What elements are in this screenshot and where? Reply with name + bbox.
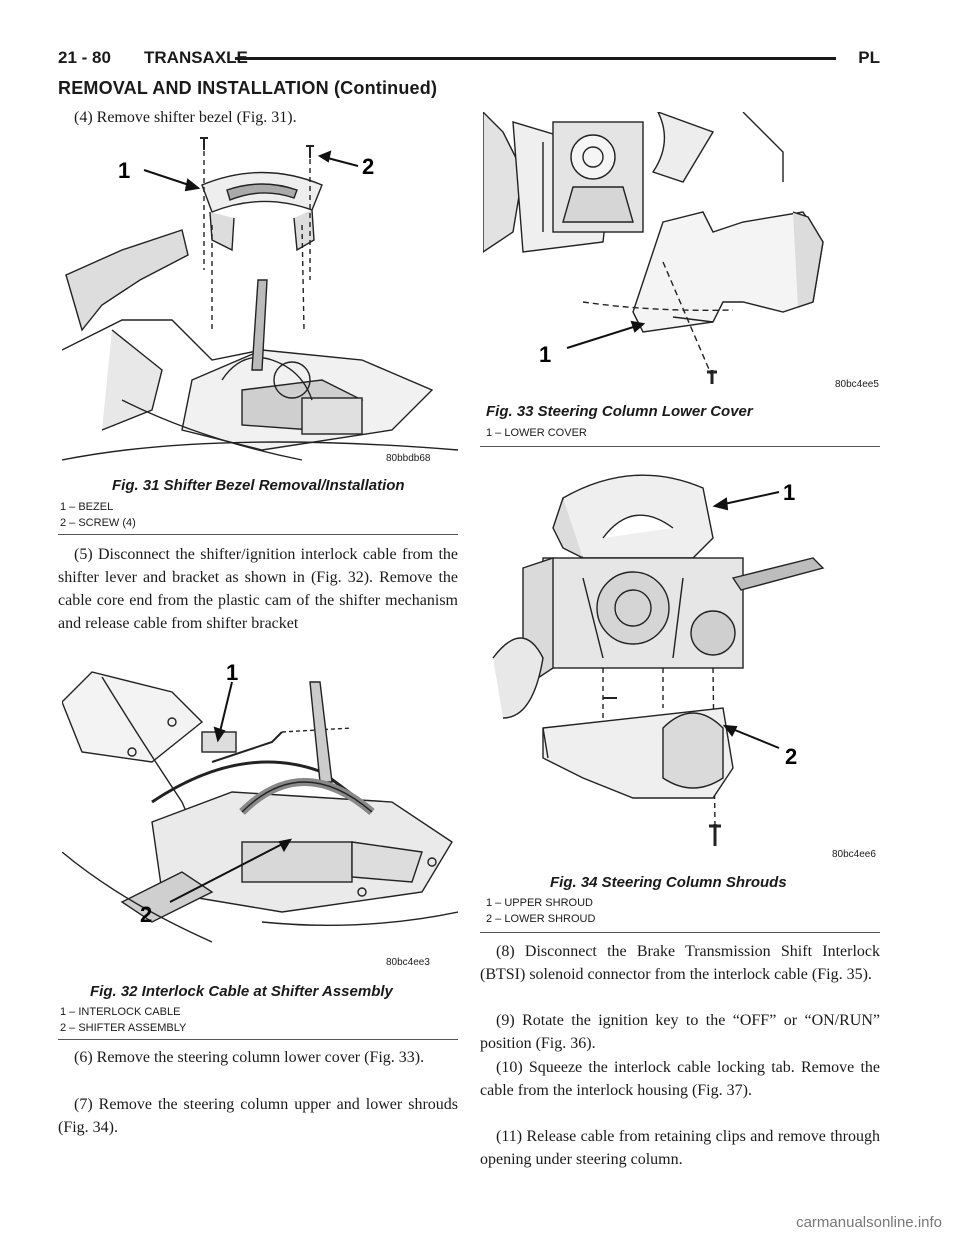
section-subtitle: REMOVAL AND INSTALLATION (Continued): [58, 78, 438, 98]
fig32-legend-1: 1 – INTERLOCK CABLE: [60, 1006, 181, 1018]
watermark: carmanualsonline.info: [796, 1214, 942, 1231]
fig31-legend-2: 2 – SCREW (4): [60, 517, 136, 529]
fig31-legend-1: 1 – BEZEL: [60, 501, 114, 513]
fig34-legend: 1 – UPPER SHROUD 2 – LOWER SHROUD: [486, 895, 595, 927]
fig32-code: 80bc4ee3: [386, 957, 430, 968]
fig31-callout-2: 2: [362, 154, 374, 179]
step-11: (11) Release cable from retaining clips …: [480, 1128, 880, 1168]
running-header: 21 - 80 TRANSAXLE PL: [58, 48, 880, 72]
step-10: (10) Squeeze the interlock cable locking…: [480, 1059, 880, 1099]
fig34-caption: Fig. 34 Steering Column Shrouds: [550, 874, 787, 891]
fig34-legend-1: 1 – UPPER SHROUD: [486, 897, 593, 909]
fig34-callout-2: 2: [785, 744, 797, 769]
fig31-rule: [58, 534, 458, 535]
fig34-callout-1: 1: [783, 480, 795, 505]
step-5: (5) Disconnect the shifter/ignition inte…: [58, 546, 458, 632]
fig32-legend: 1 – INTERLOCK CABLE 2 – SHIFTER ASSEMBLY: [60, 1004, 186, 1036]
fig34-rule: [480, 932, 880, 933]
fig33-code: 80bc4ee5: [835, 379, 879, 390]
model-code: PL: [858, 48, 880, 67]
page-number: 21 - 80: [58, 48, 111, 67]
figure-33-illustration: 1: [483, 112, 879, 398]
step-7: (7) Remove the steering column upper and…: [58, 1096, 458, 1136]
figure-34-illustration: 1 2: [483, 458, 879, 858]
fig33-legend: 1 – LOWER COVER: [486, 425, 587, 441]
fig31-legend: 1 – BEZEL 2 – SCREW (4): [60, 499, 136, 531]
fig32-legend-2: 2 – SHIFTER ASSEMBLY: [60, 1022, 187, 1034]
fig34-code: 80bc4ee6: [832, 849, 876, 860]
fig31-caption: Fig. 31 Shifter Bezel Removal/Installati…: [112, 477, 405, 494]
fig33-rule: [480, 446, 880, 447]
step-8: (8) Disconnect the Brake Transmission Sh…: [480, 943, 880, 983]
fig33-legend-1: 1 – LOWER COVER: [486, 427, 587, 439]
header-rule: [235, 57, 836, 60]
fig33-callout-1: 1: [539, 342, 551, 367]
step-4: (4) Remove shifter bezel (Fig. 31).: [74, 109, 297, 126]
figure-32-illustration: 1 2: [62, 662, 458, 962]
fig32-callout-1: 1: [226, 662, 238, 685]
fig33-caption: Fig. 33 Steering Column Lower Cover: [486, 403, 753, 420]
fig32-callout-2: 2: [140, 902, 152, 927]
fig31-callout-1: 1: [118, 158, 130, 183]
fig34-legend-2: 2 – LOWER SHROUD: [486, 913, 596, 925]
step-6: (6) Remove the steering column lower cov…: [74, 1049, 425, 1066]
fig32-caption: Fig. 32 Interlock Cable at Shifter Assem…: [90, 983, 393, 1000]
step-9: (9) Rotate the ignition key to the “OFF”…: [480, 1012, 880, 1052]
figure-31-illustration: 1 2: [62, 130, 458, 470]
fig32-rule: [58, 1039, 458, 1040]
section-title: TRANSAXLE: [144, 48, 248, 67]
fig31-code: 80bbdb68: [386, 453, 431, 464]
